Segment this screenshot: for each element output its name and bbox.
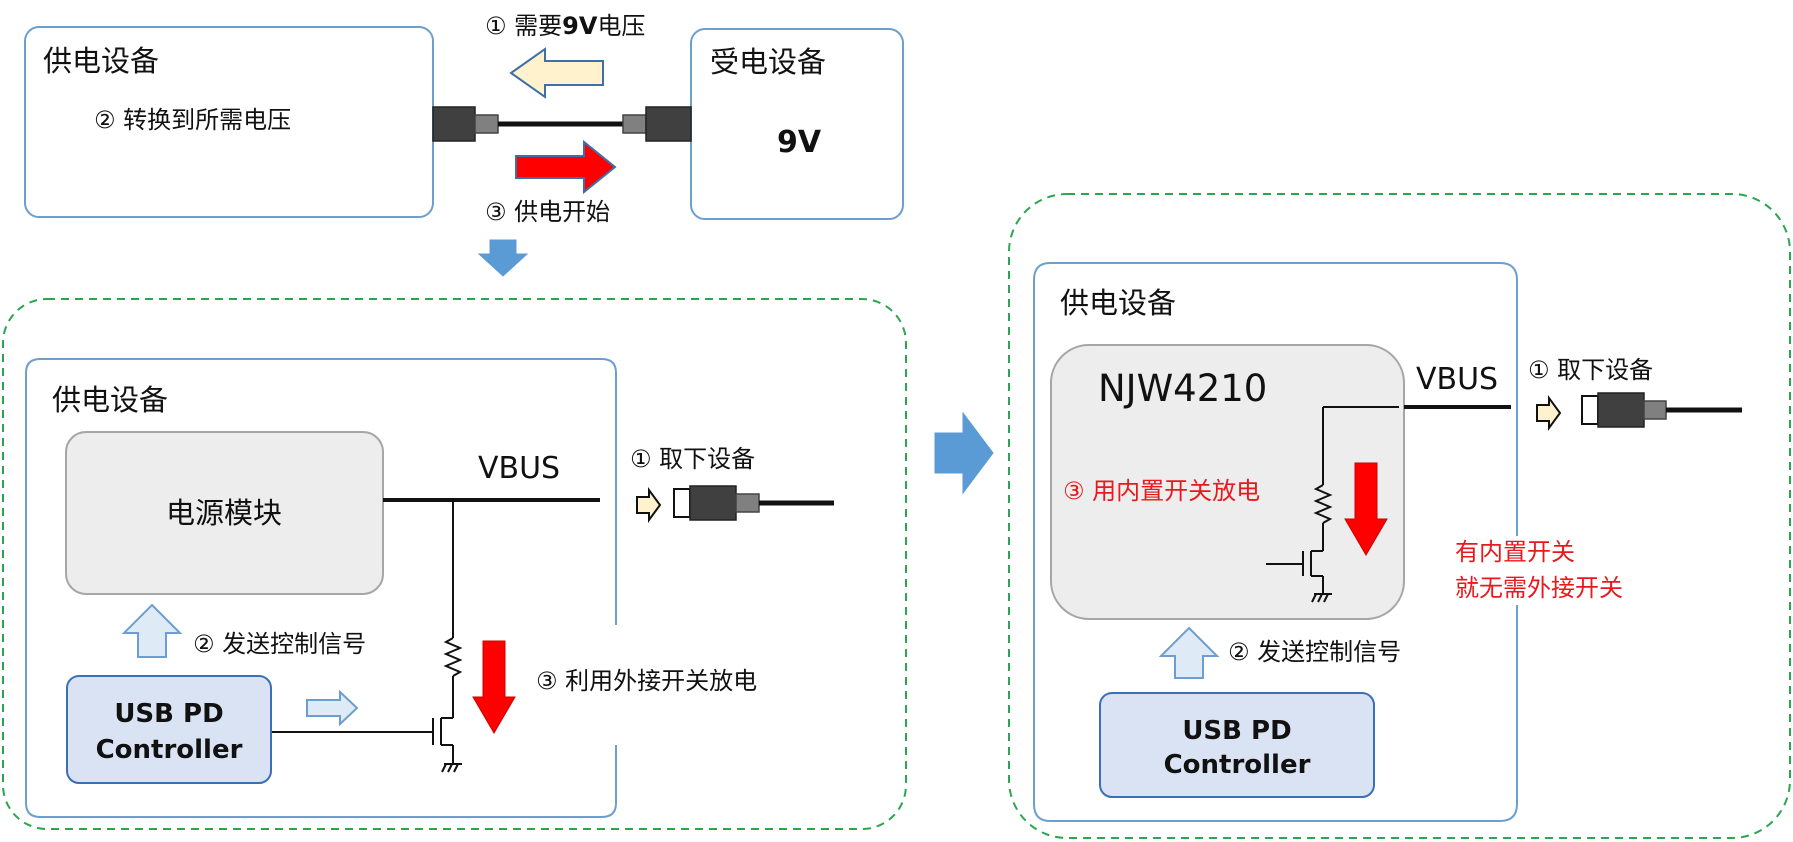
right-arrow-icon: [515, 139, 617, 195]
ic-model-label: NJW4210: [1098, 367, 1267, 410]
power-module-label: 电源模块: [166, 496, 282, 530]
right-arrow-icon: [1536, 394, 1562, 432]
left-controller-line1: USB PD: [114, 699, 223, 729]
sink-device-title: 受电设备: [710, 45, 826, 79]
down-arrow-icon: [1344, 462, 1388, 556]
left-supply-device-box: [25, 358, 617, 818]
left-vbus-label: VBUS: [478, 451, 560, 486]
sink-voltage: 9V: [777, 125, 822, 160]
left-remove-label: ① 取下设备: [630, 445, 755, 473]
right-controller-line1: USB PD: [1182, 716, 1291, 746]
up-arrow-icon: [121, 603, 183, 658]
right-usb-pd-controller: [1099, 692, 1375, 798]
right-signal-label: ② 发送控制信号: [1228, 638, 1401, 666]
left-group-boundary: [2, 298, 907, 830]
left-arrow-icon: [509, 47, 604, 99]
left-usb-pd-controller: [66, 675, 272, 784]
internal-discharge-switch: [1266, 406, 1399, 603]
source-device-title: 供电设备: [43, 44, 159, 78]
power-module-box: [65, 431, 384, 595]
left-signal-label: ② 发送控制信号: [193, 630, 366, 658]
right-arrow-icon: [636, 486, 662, 524]
right-group-boundary: [1008, 193, 1791, 839]
left-controller-line2: Controller: [96, 735, 243, 765]
right-supply-device-box: [1033, 262, 1518, 822]
usb-plug-icon: [432, 106, 692, 142]
right-arrow-icon: [306, 689, 359, 727]
right-controller-line2: Controller: [1164, 750, 1311, 780]
right-vbus-label: VBUS: [1416, 362, 1498, 397]
right-remove-label: ① 取下设备: [1528, 356, 1653, 384]
usb-plug-icon: [673, 485, 834, 521]
down-arrow-icon: [472, 640, 516, 734]
note-line2: 就无需外接开关: [1455, 574, 1623, 602]
external-discharge-label: ③ 利用外接开关放电: [536, 667, 757, 695]
right-chevron-arrow-icon: [934, 411, 994, 495]
right-device-title: 供电设备: [1060, 286, 1176, 320]
note-line1: 有内置开关: [1455, 538, 1575, 566]
down-arrow-icon: [477, 239, 529, 277]
internal-discharge-label: ③ 用内置开关放电: [1063, 477, 1260, 505]
left-device-title: 供电设备: [52, 383, 168, 417]
external-discharge-switch: [432, 500, 463, 773]
request-label: ① 需要9V电压: [485, 12, 645, 40]
up-arrow-icon: [1158, 626, 1220, 679]
convert-voltage-label: ② 转换到所需电压: [94, 106, 291, 134]
usb-plug-icon: [1581, 392, 1742, 428]
supply-start-label: ③ 供电开始: [485, 198, 610, 226]
